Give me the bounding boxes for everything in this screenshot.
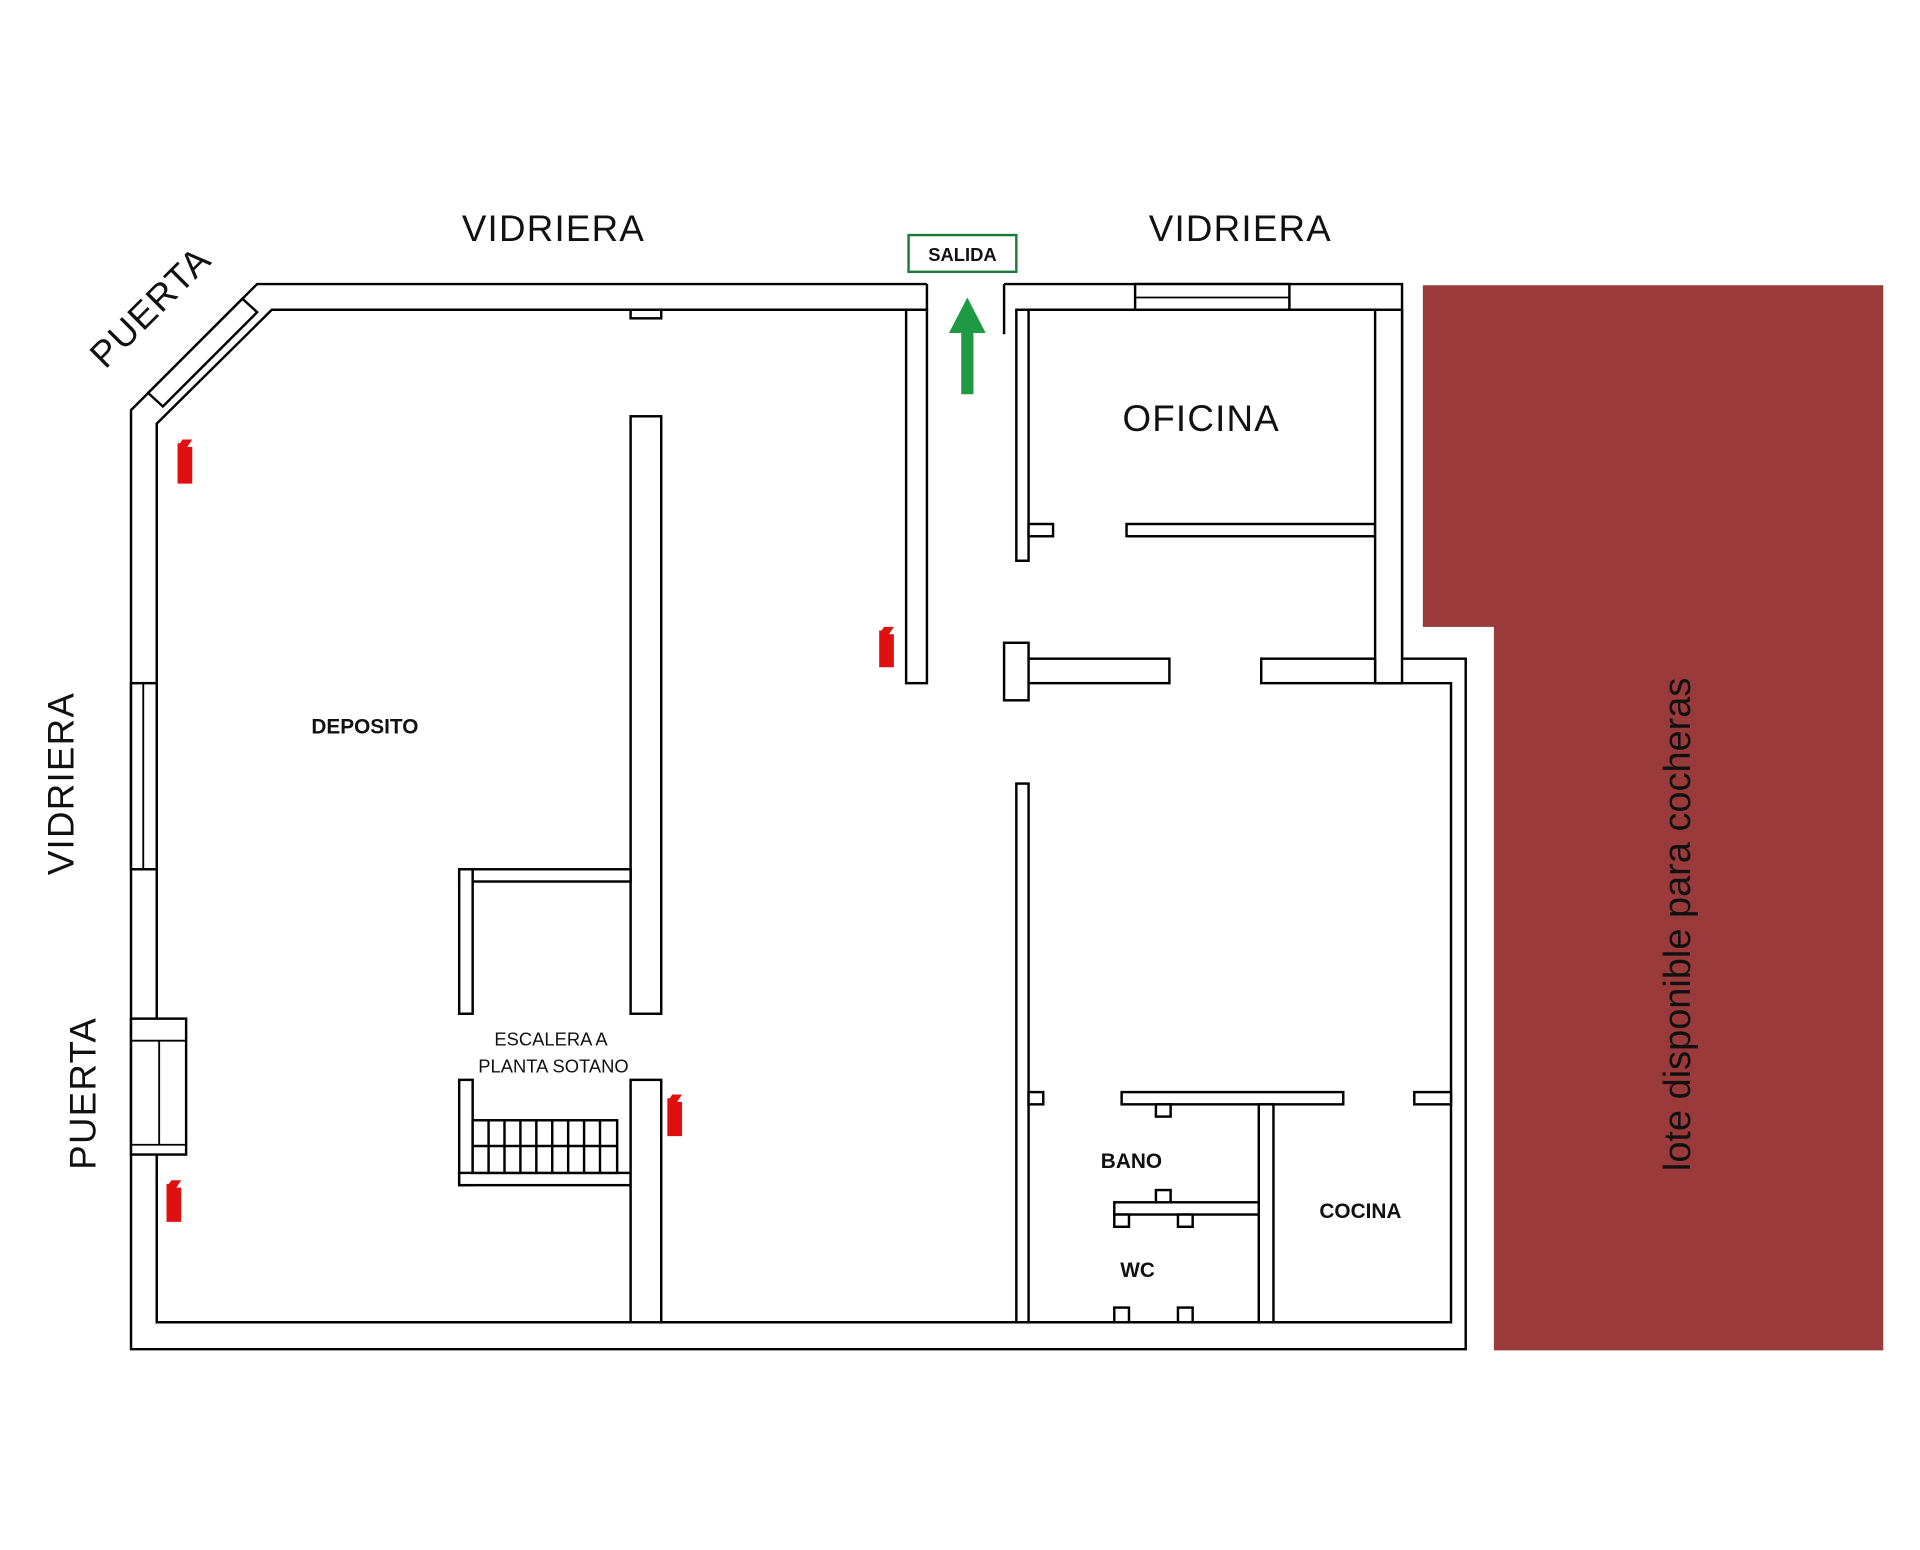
wc-label: WC [1120, 1259, 1155, 1282]
escalera-label-line2: PLANTA SOTANO [478, 1056, 628, 1077]
fire-extinguisher-icon [166, 439, 894, 1222]
oficina-label: OFICINA [1122, 398, 1280, 439]
deposito-label: DEPOSITO [311, 715, 418, 738]
vidriera-top-left-label: VIDRIERA [462, 208, 645, 249]
salida-label: SALIDA [928, 244, 996, 265]
vidriera-top-right-label: VIDRIERA [1149, 208, 1332, 249]
vidriera-left-label: VIDRIERA [40, 692, 81, 875]
stairs [471, 1119, 619, 1175]
escalera-label-line1: ESCALERA A [494, 1029, 608, 1050]
cocina-label: COCINA [1319, 1200, 1401, 1223]
puerta-left-label: PUERTA [63, 1017, 104, 1170]
salida-sign [907, 233, 1018, 274]
lote-area [1422, 285, 1884, 1351]
lote-label: lote disponible para cocheras [1657, 678, 1699, 1171]
bano-label: BANO [1101, 1150, 1162, 1173]
windows [129, 282, 1291, 1156]
exit-arrow-icon [948, 297, 986, 395]
interior-walls [457, 308, 1453, 1324]
